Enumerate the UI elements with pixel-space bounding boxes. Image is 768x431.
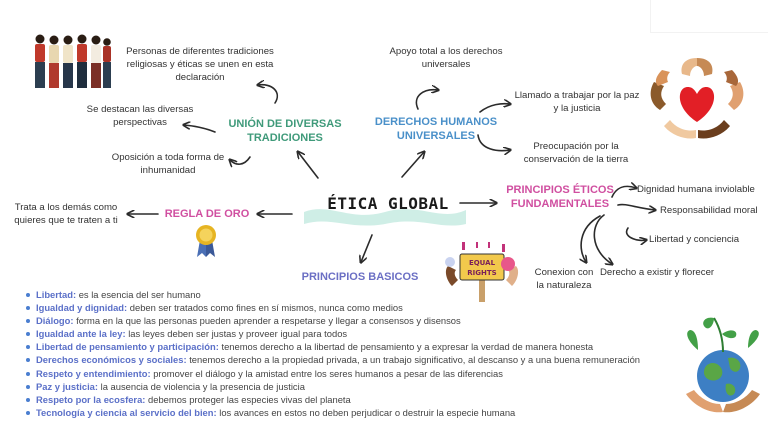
list-item: Derechos económicos y sociales: tenemos … [24, 353, 724, 366]
center-title: ÉTICA GLOBAL [327, 194, 449, 213]
arrow-to-basicos [361, 234, 373, 262]
arrow-eticos-1 [611, 186, 636, 198]
arrow-eticos-5 [581, 215, 601, 262]
eticos-item-2: Responsabilidad moral [660, 205, 758, 216]
eticos-item-5: Conexion con la naturaleza [534, 267, 594, 291]
union-item-1: Personas de diferentes tradiciones relig… [126, 46, 274, 83]
eticos-item-4: Derecho a existir y florecer [600, 267, 715, 278]
eticos-heading: PRINCIPIOS ÉTICOS FUNDAMENTALES [506, 184, 614, 210]
arrow-to-derechos [401, 152, 424, 178]
earth-plants-icon [686, 317, 760, 413]
sign-line2: RIGHTS [467, 269, 496, 277]
list-item: Diálogo: forma en la que las personas pu… [24, 314, 724, 327]
basicos-heading: PRINCIPIOS BASICOS [301, 271, 419, 283]
arrow-derechos-1 [415, 90, 438, 110]
principles-list: Libertad: es la esencia del ser humano I… [24, 288, 724, 419]
list-item: Igualdad y dignidad: deben ser tratados … [24, 301, 724, 314]
union-item-2: Se destacan las diversas perspectivas [86, 104, 194, 128]
arrow-eticos-4 [593, 214, 612, 264]
derechos-item-1: Apoyo total a los derechos universales [389, 46, 503, 70]
list-item: Paz y justicia: la ausencia de violencia… [24, 380, 724, 393]
list-item: Libertad de pensamiento y participación:… [24, 340, 724, 353]
derechos-heading: DERECHOS HUMANOS UNIVERSALES [374, 116, 498, 142]
equal-rights-sign-icon: EQUAL RIGHTS [445, 242, 519, 302]
arrow-eticos-2 [617, 203, 655, 210]
corner-box [651, 0, 768, 32]
derechos-item-3: Preocupación por la conservación de la t… [523, 141, 629, 165]
list-item: Tecnología y ciencia al servicio del bie… [24, 406, 724, 419]
arrow-to-union [298, 152, 319, 179]
list-item: Respeto y entendimiento: promover el diá… [24, 367, 724, 380]
center-wave [304, 209, 466, 226]
eticos-item-1: Dignidad humana inviolable [637, 184, 755, 195]
arrow-union-1 [258, 85, 279, 104]
medal-icon [196, 225, 216, 257]
arrow-union-2 [184, 125, 216, 133]
people-illustration [35, 34, 111, 88]
sign-line1: EQUAL [469, 259, 496, 267]
eticos-item-3: Libertad y conciencia [649, 234, 740, 245]
arrow-derechos-2 [479, 104, 510, 113]
hands-heart-icon [650, 58, 744, 139]
list-item: Respeto por la ecosfera: debemos protege… [24, 393, 724, 406]
arrow-union-3 [230, 156, 251, 164]
regla-heading: REGLA DE ORO [164, 208, 250, 220]
regla-item: Trata a los demás como quieres que te tr… [14, 202, 118, 226]
derechos-item-2: Llamado a trabajar por la paz y la justi… [514, 90, 640, 114]
arrow-eticos-3 [625, 227, 646, 240]
union-item-3: Oposición a toda forma de inhumanidad [111, 152, 225, 176]
arrow-derechos-3 [477, 134, 510, 151]
list-item: Igualdad ante la ley: las leyes deben se… [24, 327, 724, 340]
list-item: Libertad: es la esencia del ser humano [24, 288, 724, 301]
union-heading: UNIÓN DE DIVERSAS TRADICIONES [228, 118, 342, 144]
